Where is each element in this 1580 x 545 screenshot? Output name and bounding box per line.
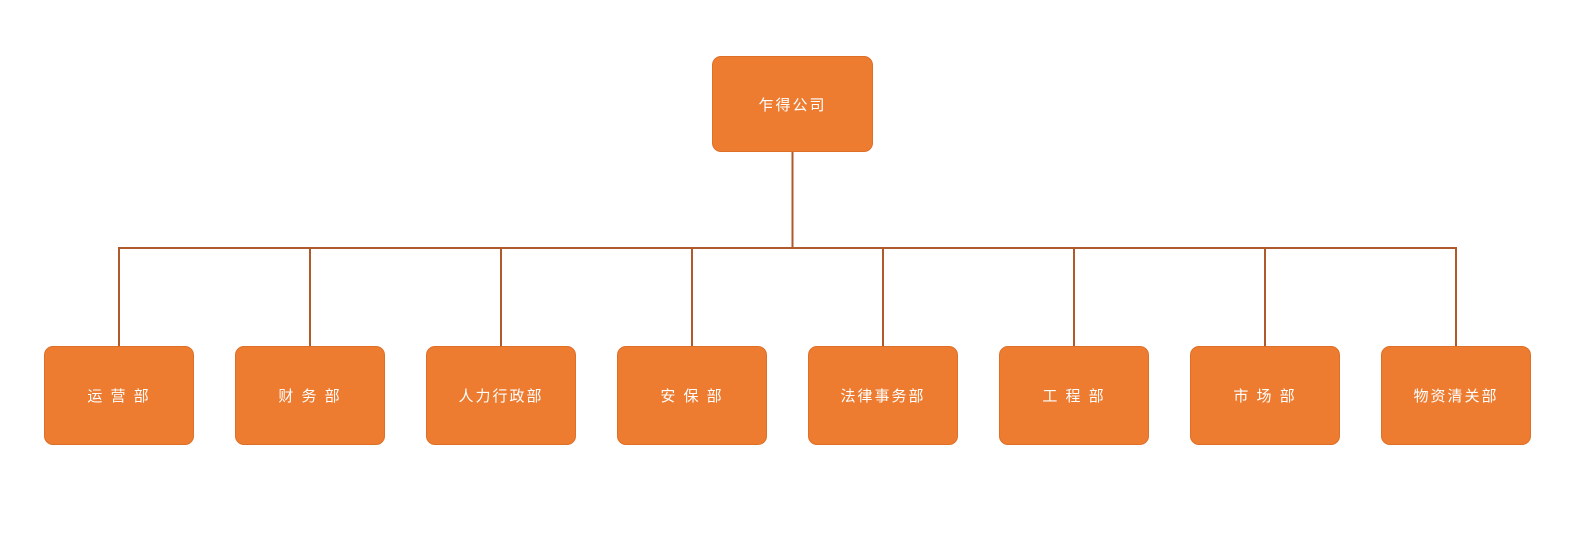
dept-node-finance[interactable]: 财 务 部 [235, 346, 385, 445]
dept-node-operations[interactable]: 运 营 部 [44, 346, 194, 445]
dept-node-legal-affairs[interactable]: 法律事务部 [808, 346, 958, 445]
dept-node-marketing[interactable]: 市 场 部 [1190, 346, 1340, 445]
dept-label: 法律事务部 [840, 388, 926, 405]
dept-node-security[interactable]: 安 保 部 [617, 346, 767, 445]
dept-label: 物资清关部 [1413, 388, 1499, 405]
dept-label: 市 场 部 [1233, 388, 1297, 405]
dept-node-hr-admin[interactable]: 人力行政部 [426, 346, 576, 445]
dept-label: 人力行政部 [458, 388, 544, 405]
dept-node-materials-customs[interactable]: 物资清关部 [1381, 346, 1531, 445]
dept-label: 安 保 部 [660, 388, 724, 405]
dept-node-engineering[interactable]: 工 程 部 [999, 346, 1149, 445]
dept-label: 财 务 部 [278, 388, 342, 405]
dept-label: 工 程 部 [1042, 388, 1106, 405]
company-root-label: 乍得公司 [758, 96, 827, 114]
company-root-node[interactable]: 乍得公司 [712, 56, 873, 152]
dept-label: 运 营 部 [87, 388, 151, 405]
